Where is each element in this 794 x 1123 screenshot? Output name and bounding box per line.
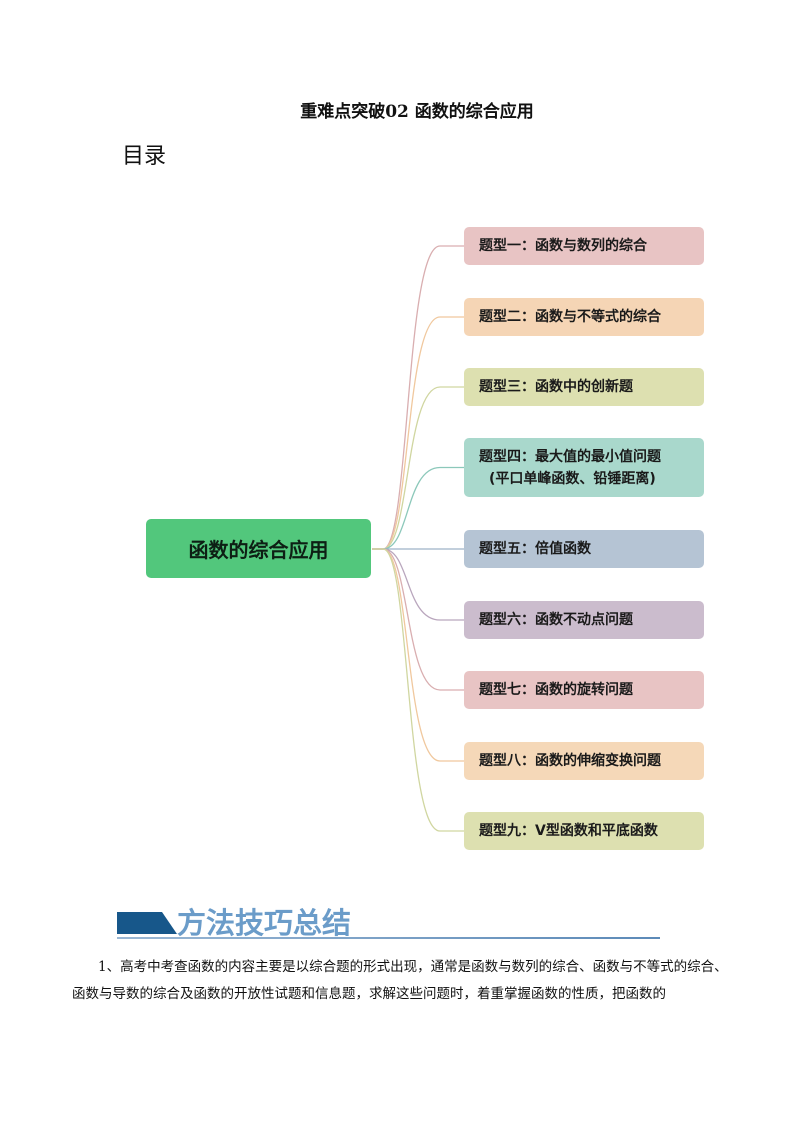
mindmap-node: 题型七：函数的旋转问题: [464, 671, 704, 709]
node-label: 题型五：倍值函数: [479, 541, 591, 557]
connector-line: [372, 316, 464, 550]
connector-line: [372, 548, 464, 832]
connector-line: [372, 548, 464, 691]
node-label: 题型三：函数中的创新题: [479, 379, 633, 395]
mindmap-node: 题型八：函数的伸缩变换问题: [464, 742, 704, 780]
node-label: 题型九：V型函数和平底函数: [479, 823, 658, 839]
connector-line: [372, 386, 464, 550]
node-label: 题型四：最大值的最小值问题: [479, 448, 661, 465]
mindmap-root: 函数的综合应用: [146, 519, 371, 578]
mindmap-node: 题型一：函数与数列的综合: [464, 227, 704, 265]
node-label: 题型六：函数不动点问题: [479, 612, 633, 628]
node-label: 题型一：函数与数列的综合: [479, 238, 647, 254]
node-label: 题型八：函数的伸缩变换问题: [479, 753, 661, 769]
node-label: 题型七：函数的旋转问题: [479, 682, 633, 698]
node-label: 题型二：函数与不等式的综合: [479, 309, 661, 325]
mindmap-node: 题型九：V型函数和平底函数: [464, 812, 704, 850]
connector-line: [372, 548, 464, 762]
mindmap-node: 题型三：函数中的创新题: [464, 368, 704, 406]
node-sublabel: (平口单峰函数、铅锤距离): [489, 470, 656, 487]
page-title: 重难点突破02 函数的综合应用: [300, 102, 534, 122]
banner-underline: [117, 937, 660, 939]
connector-line: [372, 548, 464, 621]
banner-triangle: [162, 912, 177, 934]
mindmap-node: 题型四：最大值的最小值问题 (平口单峰函数、铅锤距离): [464, 438, 704, 497]
toc-heading: 目录: [122, 144, 167, 169]
section-heading: 方法技巧总结: [177, 906, 352, 940]
banner-bar: [117, 912, 162, 934]
connector-line: [372, 466, 464, 550]
mindmap-node: 题型六：函数不动点问题: [464, 601, 704, 639]
body-paragraph: 1、高考中考查函数的内容主要是以综合题的形式出现，通常是函数与数列的综合、函数与…: [72, 959, 728, 1002]
connector-line: [372, 245, 464, 550]
mindmap-node: 题型五：倍值函数: [464, 530, 704, 568]
mindmap-node: 题型二：函数与不等式的综合: [464, 298, 704, 336]
